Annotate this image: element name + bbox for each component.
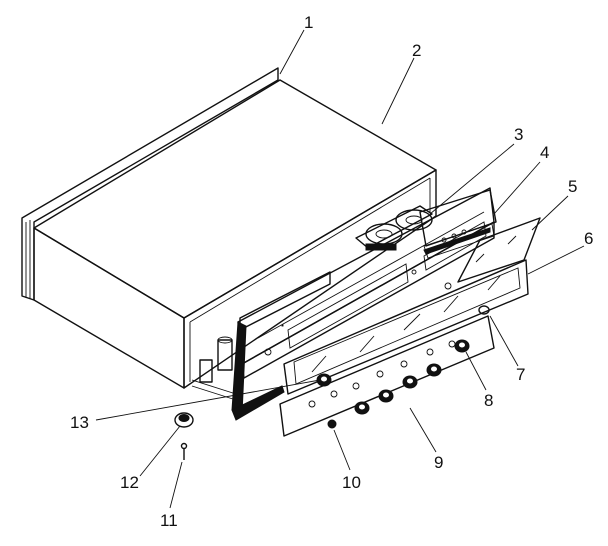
callout-11: 11	[160, 511, 178, 530]
callout-10: 10	[342, 473, 361, 492]
callout-13: 13	[70, 413, 89, 432]
callout-4: 4	[540, 143, 549, 162]
part-5-front-lens	[457, 217, 541, 283]
part-8-knobs	[316, 339, 470, 415]
callout-6: 6	[584, 229, 593, 248]
capacitor-component	[191, 336, 237, 401]
callout-12: 12	[120, 473, 139, 492]
leader-lines	[95, 29, 585, 509]
callout-3: 3	[514, 125, 523, 144]
callout-1: 1	[304, 13, 313, 32]
callout-2: 2	[412, 41, 421, 60]
part-12-foot	[174, 412, 194, 428]
part-10-small-button	[327, 419, 337, 429]
part-6-front-panel	[283, 259, 529, 395]
part-3-reel-mechanism	[355, 205, 433, 251]
chassis-front-assembly	[191, 187, 495, 421]
callout-5: 5	[568, 177, 577, 196]
callout-7: 7	[516, 365, 525, 384]
callout-labels: 1 2 3 4 5 6 7 8 9 10 11 12 13	[70, 13, 593, 530]
part-9-control-plate	[279, 315, 495, 437]
part-4-dial-panel	[419, 189, 497, 259]
part-1-back-plate	[21, 67, 279, 301]
part-11-screw	[180, 442, 188, 460]
part-7-small-knob	[478, 305, 490, 315]
callout-9: 9	[434, 453, 443, 472]
callout-8: 8	[484, 391, 493, 410]
